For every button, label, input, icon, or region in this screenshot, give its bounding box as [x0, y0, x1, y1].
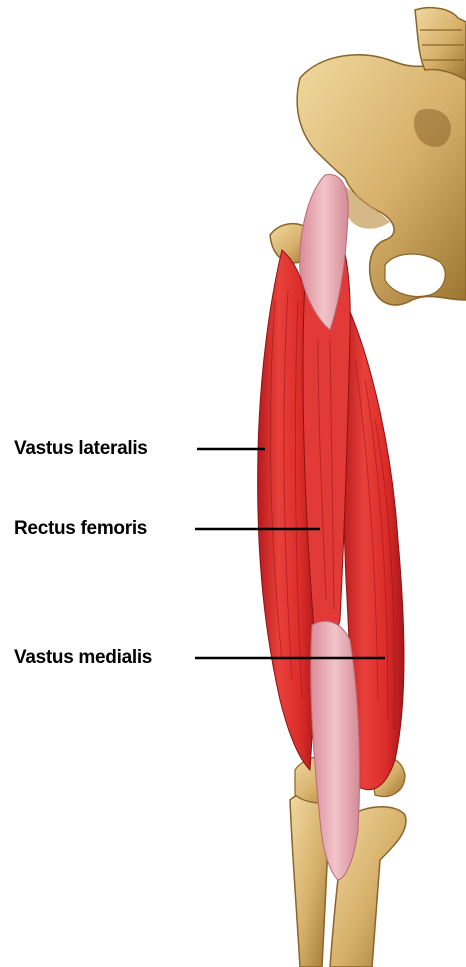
label-vastus-lateralis: Vastus lateralis [14, 438, 148, 460]
label-vastus-medialis: Vastus medialis [14, 647, 152, 669]
label-rectus-femoris: Rectus femoris [14, 518, 147, 540]
